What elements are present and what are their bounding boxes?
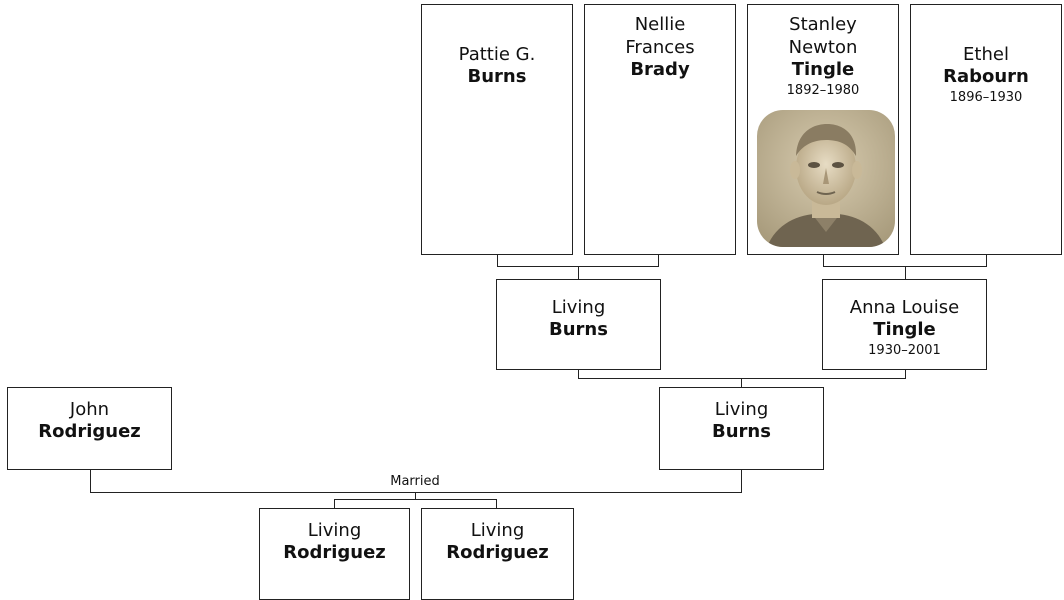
person-stanley-tingle[interactable]: Stanley Newton Tingle 1892–1980	[747, 4, 899, 255]
given-name: Living	[551, 297, 606, 318]
connector	[741, 470, 742, 492]
given-name: Anna Louise	[849, 297, 960, 318]
surname: Tingle	[791, 59, 855, 80]
life-dates: 1892–1980	[786, 83, 860, 98]
connector	[334, 499, 497, 500]
surname: Rodriguez	[446, 542, 549, 563]
connector	[905, 370, 906, 378]
connector	[578, 370, 579, 378]
portrait-photo[interactable]	[757, 110, 895, 247]
surname: Brady	[630, 59, 690, 80]
surname: Tingle	[873, 319, 936, 340]
connector	[90, 470, 91, 492]
surname: Rodriguez	[38, 421, 141, 442]
connector	[905, 266, 906, 279]
given-name: Living	[470, 520, 525, 541]
connector	[578, 266, 579, 279]
connector	[986, 255, 987, 266]
connector	[90, 492, 742, 493]
given-name: Stanley Newton	[788, 14, 858, 58]
portrait-image	[757, 110, 895, 247]
person-living-burns-parent[interactable]: Living Burns	[659, 387, 824, 470]
given-name: Nellie Frances	[625, 14, 695, 58]
person-living-burns-grandparent[interactable]: Living Burns	[496, 279, 661, 370]
given-name: Pattie G.	[458, 44, 536, 65]
connector	[823, 255, 824, 266]
surname: Burns	[467, 66, 527, 87]
surname: Burns	[549, 319, 608, 340]
given-name: Living	[714, 399, 769, 420]
person-john-rodriguez[interactable]: John Rodriguez	[7, 387, 172, 470]
life-dates: 1896–1930	[949, 90, 1023, 105]
connector	[496, 499, 497, 508]
person-living-rodriguez-child-2[interactable]: Living Rodriguez	[421, 508, 574, 600]
person-ethel-rabourn[interactable]: Ethel Rabourn 1896–1930	[910, 4, 1062, 255]
given-name: John	[69, 399, 110, 420]
person-living-rodriguez-child-1[interactable]: Living Rodriguez	[259, 508, 410, 600]
connector	[578, 378, 906, 379]
connector	[415, 492, 416, 499]
given-name: Living	[307, 520, 362, 541]
surname: Rabourn	[943, 66, 1029, 87]
connector	[658, 255, 659, 266]
person-anna-tingle[interactable]: Anna Louise Tingle 1930–2001	[822, 279, 987, 370]
given-name: Ethel	[963, 44, 1009, 65]
person-pattie-burns[interactable]: Pattie G. Burns	[421, 4, 573, 255]
surname: Burns	[712, 421, 771, 442]
connector	[497, 255, 498, 266]
life-dates: 1930–2001	[868, 343, 941, 358]
connector	[334, 499, 335, 508]
surname: Rodriguez	[283, 542, 386, 563]
connector	[741, 378, 742, 387]
married-label: Married	[340, 474, 490, 490]
person-nellie-brady[interactable]: Nellie Frances Brady	[584, 4, 736, 255]
